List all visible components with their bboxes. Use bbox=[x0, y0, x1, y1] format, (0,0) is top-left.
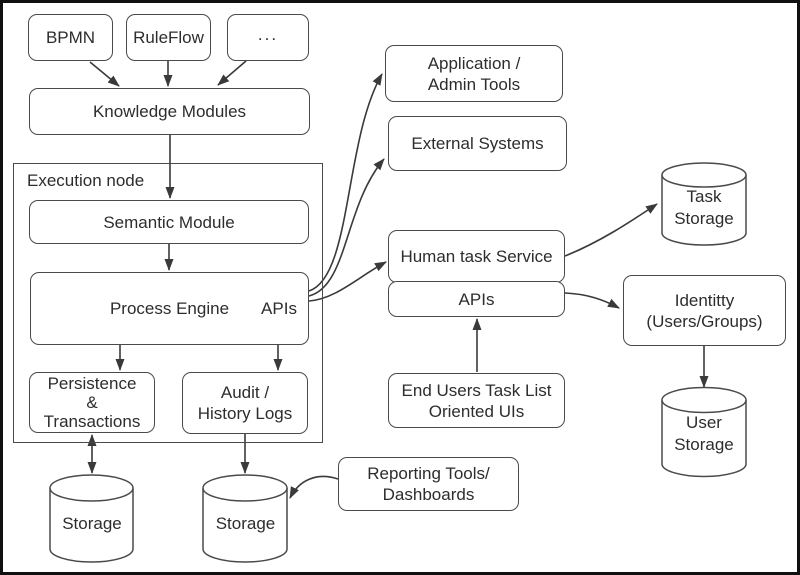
task-storage-label: Task Storage bbox=[660, 186, 748, 230]
task-storage-label-line1: Task bbox=[686, 187, 722, 206]
reporting-label-line1: Reporting Tools/ bbox=[367, 464, 490, 483]
arrow-bpmn-to-knowledge-modules bbox=[89, 61, 120, 87]
node-persistence-transactions: Persistence & Transactions bbox=[29, 372, 155, 433]
arrow-apis-to-application-tools bbox=[308, 73, 383, 292]
persistence-label-line3: Transactions bbox=[43, 412, 141, 431]
node-ruleflow-label: RuleFlow bbox=[133, 28, 204, 47]
arrow-reporting-to-storage bbox=[289, 475, 339, 499]
user-storage-label: User Storage bbox=[660, 412, 748, 456]
task-storage-label-line2: Storage bbox=[674, 209, 734, 228]
node-more-ellipsis: ... bbox=[227, 14, 309, 61]
external-systems-label: External Systems bbox=[411, 134, 544, 153]
node-semantic-module: Semantic Module bbox=[29, 200, 309, 244]
node-bpmn-label: BPMN bbox=[45, 28, 96, 47]
arrow-hts-apis-to-identity bbox=[564, 292, 620, 309]
arrow-apis-to-external-systems bbox=[308, 158, 385, 297]
node-process-engine: Process Engine bbox=[30, 272, 309, 345]
identity-label-line2: (Users/Groups) bbox=[646, 311, 763, 331]
node-external-systems: External Systems bbox=[388, 116, 567, 171]
node-end-users-task-list: End Users Task List Oriented UIs bbox=[388, 373, 565, 428]
node-application-admin-tools: Application / Admin Tools bbox=[385, 45, 563, 102]
reporting-label-line2: Dashboards bbox=[382, 485, 475, 504]
persistence-label-line2: & bbox=[86, 393, 98, 412]
human-task-service-label: Human task Service bbox=[400, 247, 553, 266]
execution-node-label: Execution node bbox=[27, 171, 145, 190]
application-label-line1: Application / bbox=[427, 53, 521, 73]
user-storage-label-line2: Storage bbox=[674, 435, 734, 454]
node-semantic-module-label: Semantic Module bbox=[103, 212, 235, 232]
end-users-label-line2: Oriented UIs bbox=[428, 401, 525, 421]
node-knowledge-modules: Knowledge Modules bbox=[29, 88, 310, 135]
audit-label-line2: History Logs bbox=[197, 404, 293, 423]
persistence-label-line1: Persistence bbox=[47, 374, 137, 393]
node-knowledge-modules-label: Knowledge Modules bbox=[92, 102, 247, 121]
user-storage-cylinder bbox=[661, 386, 747, 478]
node-reporting-tools-dashboards: Reporting Tools/ Dashboards bbox=[338, 457, 519, 511]
node-audit-history-logs: Audit / History Logs bbox=[182, 372, 308, 434]
storage-right-label: Storage bbox=[215, 514, 276, 533]
arrow-hts-to-task-storage bbox=[564, 203, 658, 257]
audit-label-line1: Audit / bbox=[220, 383, 270, 402]
application-label-line2: Admin Tools bbox=[427, 74, 521, 94]
identity-label-line1: Identitty bbox=[674, 290, 735, 310]
node-human-task-apis: APIs bbox=[388, 281, 565, 317]
node-process-engine-apis: APIs bbox=[249, 272, 309, 345]
node-ruleflow: RuleFlow bbox=[126, 14, 211, 61]
storage-left-label: Storage bbox=[62, 514, 122, 533]
node-process-engine-apis-label: APIs bbox=[261, 298, 297, 318]
arrow-apis-to-human-task-service bbox=[308, 261, 387, 302]
node-identity-users-groups: Identitty (Users/Groups) bbox=[623, 275, 786, 346]
task-storage-cylinder bbox=[661, 162, 747, 246]
execution-node-container: Execution node bbox=[13, 163, 323, 443]
end-users-label-line1: End Users Task List bbox=[401, 380, 552, 400]
node-bpmn: BPMN bbox=[28, 14, 113, 61]
node-more-ellipsis-label: ... bbox=[257, 24, 279, 44]
human-task-apis-label: APIs bbox=[458, 289, 495, 309]
arrow-more-to-knowledge-modules bbox=[217, 60, 247, 86]
node-human-task-service: Human task Service bbox=[388, 230, 565, 283]
storage-left-cylinder bbox=[49, 474, 134, 563]
storage-right-cylinder bbox=[202, 474, 288, 563]
node-process-engine-label: Process Engine bbox=[109, 299, 230, 318]
user-storage-label-line1: User bbox=[686, 413, 722, 432]
